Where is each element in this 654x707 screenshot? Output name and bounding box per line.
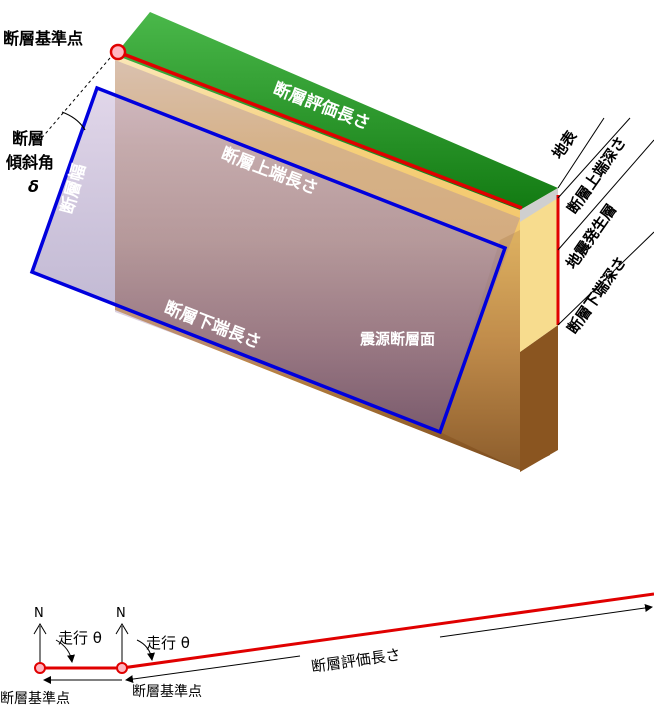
dip-label-line2: 傾斜角 <box>5 153 54 172</box>
fault-plane-rectangle <box>29 85 508 435</box>
fault-plane-wedge <box>440 230 520 470</box>
strike-label-2: 走行 θ <box>146 634 190 652</box>
surface-top <box>115 12 558 210</box>
dip-arc <box>61 111 86 131</box>
strike-arc-2 <box>136 639 155 661</box>
plan-eval-length-label: 断層評価長さ <box>310 646 402 676</box>
eval-length-dim-left <box>125 655 301 684</box>
north-label-2: N <box>116 606 126 621</box>
plan-origin-point-2 <box>116 662 128 674</box>
eval-length-dim-right <box>439 604 653 638</box>
north-label-1: N <box>34 606 44 621</box>
fault-plane-label: 震源断層面 <box>360 330 435 348</box>
fault-origin-point <box>109 43 127 61</box>
surface-strip <box>520 188 558 222</box>
plan-origin-label-2: 断層基準点 <box>132 683 202 700</box>
strike-arc-1 <box>55 639 75 663</box>
block-side-lower <box>520 325 558 472</box>
dip-label-line1: 断層 <box>12 129 44 148</box>
strike-label-1: 走行 θ <box>58 629 102 647</box>
block-side-upper <box>520 188 558 352</box>
dip-symbol: δ <box>28 177 39 196</box>
leader-lines <box>557 117 654 326</box>
surface-label: 地表 <box>549 127 582 163</box>
plan-view: N N 走行 θ 走行 θ 断層評価長さ 断層基準点 断層基準点 <box>0 592 654 707</box>
plan-origin-label-1: 断層基準点 <box>0 690 70 707</box>
fault-trace-line <box>117 50 523 210</box>
plan-origin-point-1 <box>34 662 46 674</box>
origin-label: 断層基準点 <box>3 29 83 48</box>
